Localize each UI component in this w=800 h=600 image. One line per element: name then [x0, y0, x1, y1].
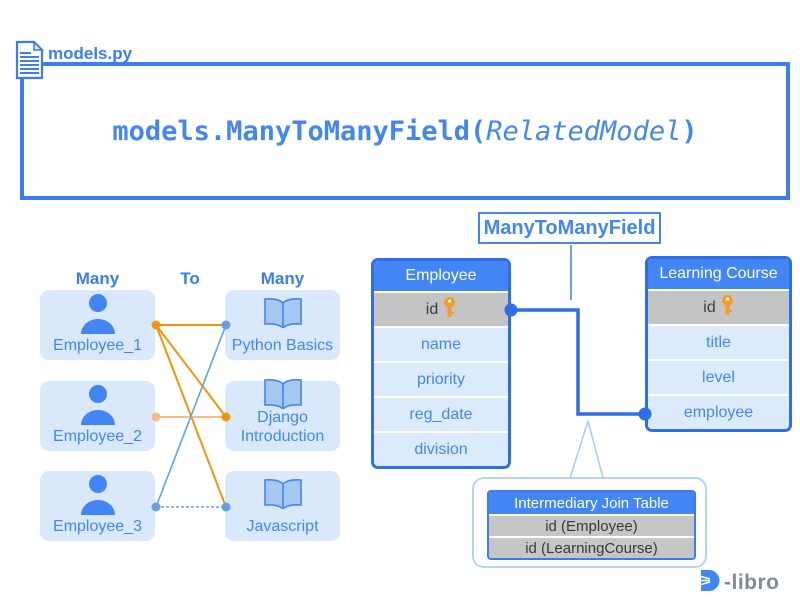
employee-node-1: Employee_1: [40, 290, 155, 360]
employee-table-field-row: division: [374, 433, 508, 466]
connector-word-label: To: [180, 269, 200, 288]
join-table-field-row: id (LearningCourse): [489, 538, 694, 558]
learning-course-table-field-row: title: [648, 326, 789, 359]
employee-table-field-row: reg_date: [374, 398, 508, 431]
file-document-icon: [15, 40, 44, 85]
left-cardinality-label: Many: [75, 269, 120, 288]
person-icon: [75, 471, 121, 518]
join-table-title: Intermediary Join Table: [489, 492, 694, 514]
join-table-field-row: id (Employee): [489, 516, 694, 536]
learning-course-table: Learning Course id title level employee: [645, 256, 792, 432]
course-node-django-introduction: Django Introduction: [225, 379, 340, 451]
pk-field-name: id: [425, 300, 439, 318]
employee-table-pk-row: id: [374, 293, 508, 326]
person-icon: [75, 381, 121, 428]
learning-course-table-field-row: level: [648, 361, 789, 394]
course-node-label: Python Basics: [231, 336, 334, 354]
employee-node-3: Employee_3: [40, 471, 155, 541]
employee-table: Employee id name priority reg_date divis…: [371, 258, 511, 469]
course-node-label: Django Introduction: [240, 409, 325, 445]
learning-course-table-title: Learning Course: [648, 259, 789, 289]
book-icon: [260, 471, 306, 518]
employee-node-label: Employee_2: [53, 427, 142, 445]
field-badge: ManyToManyField: [478, 212, 661, 244]
employee-node-2: Employee_2: [40, 381, 155, 451]
join-table-callout: Intermediary Join Table id (Employee) id…: [472, 477, 707, 568]
edge-employee3-python-basics: [155, 324, 227, 508]
person-icon: [75, 290, 121, 337]
book-icon: [260, 290, 306, 337]
intermediary-join-table: Intermediary Join Table id (Employee) id…: [487, 490, 696, 560]
edge-employee1-django-introduction: [155, 324, 227, 418]
employee-table-field-row: name: [374, 328, 508, 361]
dlibro-logo: -libro: [698, 569, 780, 597]
employee-table-field-row: priority: [374, 363, 508, 396]
course-node-label: Javascript: [246, 517, 319, 535]
code-box: models.ManyToManyField(RelatedModel): [20, 62, 790, 200]
employee-table-title: Employee: [374, 261, 508, 291]
code-argument: RelatedModel: [486, 115, 682, 147]
book-icon: [260, 379, 306, 410]
key-icon: [721, 295, 734, 320]
dlibro-logo-text: -libro: [724, 571, 780, 594]
employee-node-label: Employee_3: [53, 517, 142, 535]
pk-field-name: id: [703, 298, 716, 316]
right-cardinality-label: Many: [260, 269, 305, 288]
edge-employee1-javascript: [155, 324, 227, 508]
table-relation-connector: [511, 308, 645, 416]
code-suffix: ): [681, 115, 698, 147]
learning-course-table-field-row: employee: [648, 396, 789, 429]
course-node-python-basics: Python Basics: [225, 290, 340, 360]
learning-course-table-pk-row: id: [648, 291, 789, 324]
callout-pointer: [569, 420, 604, 479]
employee-node-label: Employee_1: [53, 336, 142, 354]
course-node-javascript: Javascript: [225, 471, 340, 541]
code-prefix: models.ManyToManyField(: [112, 115, 487, 147]
dlibro-logo-icon: [698, 569, 723, 597]
key-icon: [443, 297, 456, 322]
file-label: models.py: [48, 44, 133, 63]
code-snippet: models.ManyToManyField(RelatedModel): [112, 116, 697, 147]
